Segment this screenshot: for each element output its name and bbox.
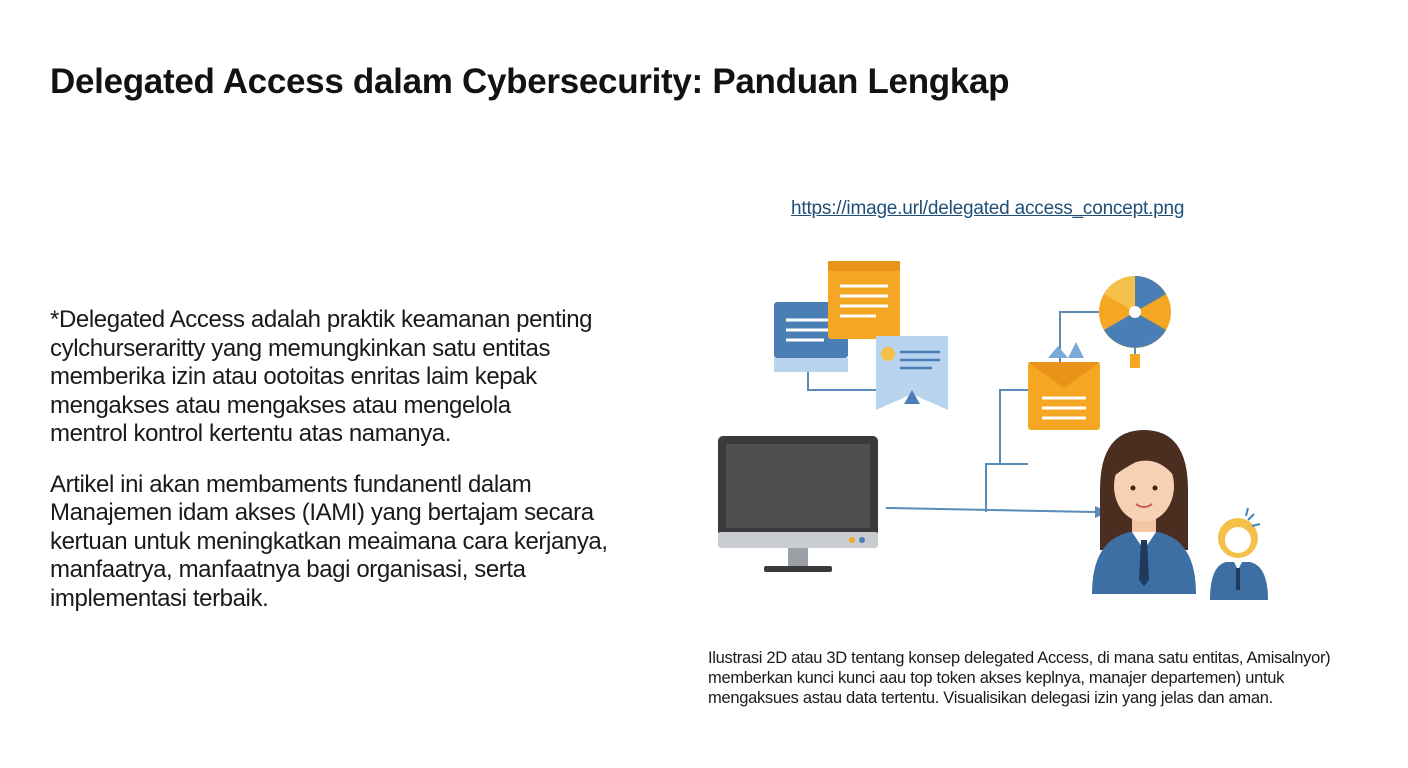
intro-line: mentrol kontrol kertentu atas namanya. <box>50 420 452 447</box>
page-title: Delegated Access dalam Cybersecurity: Pa… <box>50 62 1010 101</box>
delegated-access-illustration <box>718 261 1268 600</box>
article-line: implementasi terbaik. <box>50 584 269 612</box>
man-avatar-icon <box>1210 507 1268 600</box>
certificate-icon <box>876 336 948 410</box>
intro-line: *Delegated Access adalah praktik keamana… <box>50 306 593 333</box>
article-line: Artikel ini akan membaments fundanentl d… <box>50 470 532 498</box>
document-icon <box>828 261 900 339</box>
envelope-icon <box>1028 342 1100 430</box>
article-line: manfaatrya, manfaatnya bagi organisasi, … <box>50 556 526 583</box>
intro-line: mengakses atau mengakses atau mengelola <box>50 391 511 419</box>
caption-line: memberkan kunci kunci aau top token akse… <box>708 669 1285 687</box>
caption-line: mengaksues astau data tertentu. Visualis… <box>708 689 1273 707</box>
article-paragraph: Artikel ini akan membaments fundanentl d… <box>50 471 630 614</box>
intro-line: cylchurseraritty yang memungkinkan satu … <box>50 334 551 362</box>
intro-line: memberika izin atau ootoitas enritas lai… <box>50 363 537 390</box>
caption-line: Ilustrasi 2D atau 3D tentang konsep dele… <box>708 649 1331 667</box>
article-line: Manajemen idam akses (IAMI) yang bertaja… <box>50 499 594 526</box>
pie-chart-icon <box>1099 276 1171 368</box>
monitor-icon <box>718 436 878 572</box>
body-text: *Delegated Access adalah praktik keamana… <box>50 306 630 635</box>
image-url-link[interactable]: https://image.url/delegated access_conce… <box>791 198 1185 219</box>
intro-paragraph: *Delegated Access adalah praktik keamana… <box>50 306 630 449</box>
woman-avatar-icon <box>1092 430 1196 594</box>
article-line: kertuan untuk meningkatkan meaimana cara… <box>50 527 608 555</box>
image-caption: Ilustrasi 2D atau 3D tentang konsep dele… <box>708 648 1348 708</box>
